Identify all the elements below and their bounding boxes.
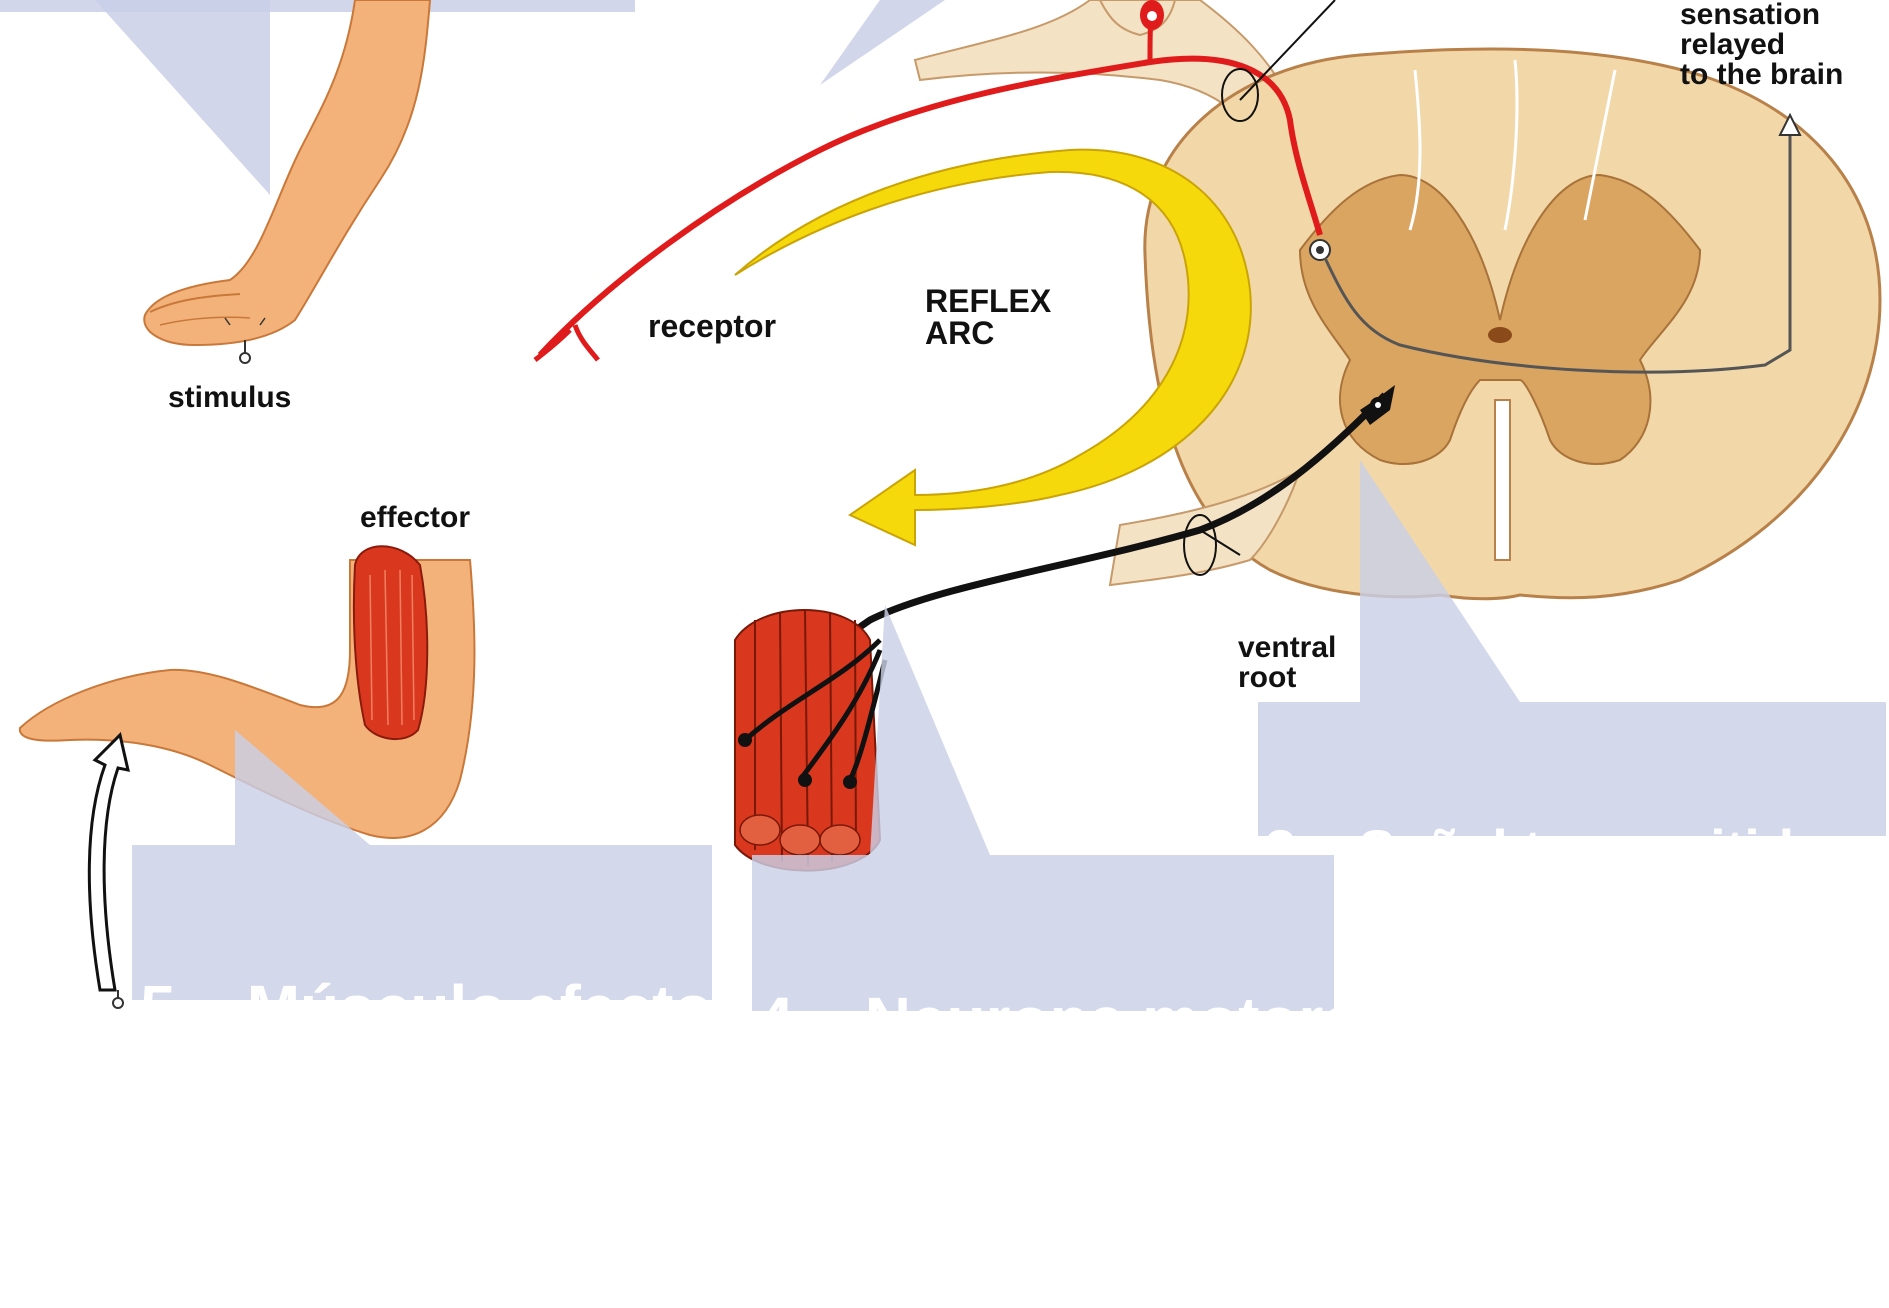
sensation-label-line3: to the brain [1680,60,1843,90]
callout-5-line1: 5. Músculo efector [140,976,737,1040]
callout-5-line2: Retira la mano [140,1168,737,1232]
callout-4-line1: 4. Neurona motora [758,988,1359,1052]
muscle-fiber-bundle [735,610,880,871]
callout-box-top-left [0,0,635,12]
ventral-root-label-line1: ventral [1238,633,1336,663]
receptor-label: receptor [648,310,776,342]
callout-4-line2: estimulada [758,1180,1359,1244]
ventral-root-label-line2: root [1238,663,1336,693]
callout-4-text: 4. Neurona motora estimulada [758,860,1359,1308]
stimulus-label: stimulus [168,383,291,413]
reflex-arc-label-line2: ARC [925,317,1051,349]
reflex-arc-label-line1: REFLEX [925,285,1051,317]
withdraw-arrow-icon [89,735,128,1008]
sensation-relayed-label: sensation relayed to the brain [1680,0,1843,90]
callout-pointer-4 [870,605,990,855]
sensation-label-line2: relayed [1680,30,1843,60]
ventral-root-label: ventral root [1238,633,1336,693]
effector-label: effector [360,503,470,533]
callout-5-text: 5. Músculo efector Retira la mano [140,848,737,1296]
callout-pointer-top-left [95,0,270,195]
reflex-arc-label: REFLEX ARC [925,285,1051,349]
sensation-label-line1: sensation [1680,0,1843,30]
